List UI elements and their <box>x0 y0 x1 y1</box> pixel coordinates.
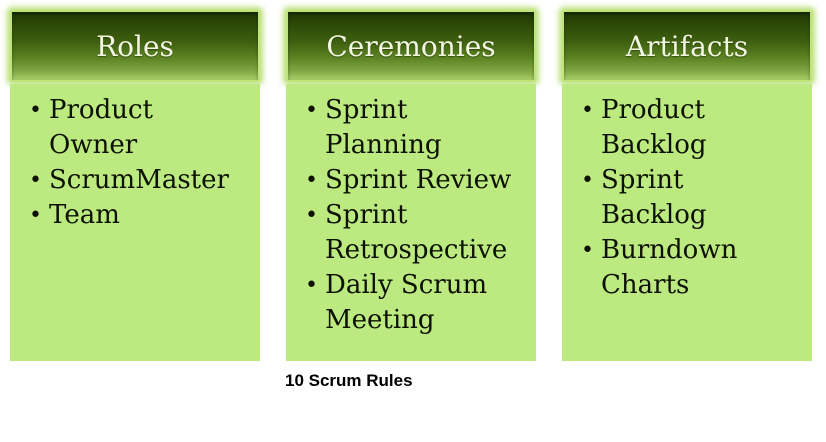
card-artifacts: Artifacts • Product Backlog • Sprint Bac… <box>562 10 812 361</box>
bullet-icon: • <box>305 98 318 123</box>
list-item-text: Sprint Review <box>325 165 512 195</box>
list-item-text: Burndown Charts <box>601 235 738 300</box>
bullet-icon: • <box>305 273 318 298</box>
card-artifacts-list: • Product Backlog • Sprint Backlog • Bur… <box>581 93 804 303</box>
bullet-icon: • <box>581 98 594 123</box>
list-item: • Daily Scrum Meeting <box>305 268 528 338</box>
bullet-icon: • <box>305 203 318 228</box>
card-roles-body: • Product Owner • ScrumMaster • Team <box>10 84 260 361</box>
card-ceremonies-list: • Sprint Planning • Sprint Review • Spri… <box>305 93 528 338</box>
bullet-icon: • <box>581 168 594 193</box>
bullet-icon: • <box>29 203 42 228</box>
list-item-text: Product Owner <box>49 95 153 160</box>
card-roles-header: Roles <box>10 10 260 82</box>
list-item: • Sprint Retrospective <box>305 198 528 268</box>
card-ceremonies-title: Ceremonies <box>326 29 496 63</box>
list-item-text: Sprint Retrospective <box>325 200 508 265</box>
bullet-icon: • <box>29 98 42 123</box>
list-item: • ScrumMaster <box>29 163 252 198</box>
list-item: • Product Owner <box>29 93 252 163</box>
list-item-text: Daily Scrum Meeting <box>325 270 488 335</box>
list-item: • Sprint Review <box>305 163 528 198</box>
slide-caption: 10 Scrum Rules <box>285 371 413 390</box>
card-ceremonies: Ceremonies • Sprint Planning • Sprint Re… <box>286 10 536 361</box>
list-item: • Sprint Planning <box>305 93 528 163</box>
card-artifacts-body: • Product Backlog • Sprint Backlog • Bur… <box>562 84 812 361</box>
list-item: • Sprint Backlog <box>581 163 804 233</box>
card-roles-list: • Product Owner • ScrumMaster • Team <box>29 93 252 233</box>
bullet-icon: • <box>305 168 318 193</box>
card-ceremonies-header: Ceremonies <box>286 10 536 82</box>
list-item-text: Sprint Backlog <box>601 165 707 230</box>
list-item: • Burndown Charts <box>581 233 804 303</box>
card-roles-title: Roles <box>96 29 174 63</box>
list-item-text: ScrumMaster <box>49 165 229 195</box>
bullet-icon: • <box>581 238 594 263</box>
list-item: • Product Backlog <box>581 93 804 163</box>
card-artifacts-title: Artifacts <box>625 29 749 63</box>
list-item-text: Sprint Planning <box>325 95 442 160</box>
card-artifacts-header: Artifacts <box>562 10 812 82</box>
list-item-text: Team <box>49 200 120 230</box>
list-item-text: Product Backlog <box>601 95 707 160</box>
card-roles: Roles • Product Owner • ScrumMaster • Te… <box>10 10 260 361</box>
list-item: • Team <box>29 198 252 233</box>
bullet-icon: • <box>29 168 42 193</box>
card-ceremonies-body: • Sprint Planning • Sprint Review • Spri… <box>286 84 536 361</box>
